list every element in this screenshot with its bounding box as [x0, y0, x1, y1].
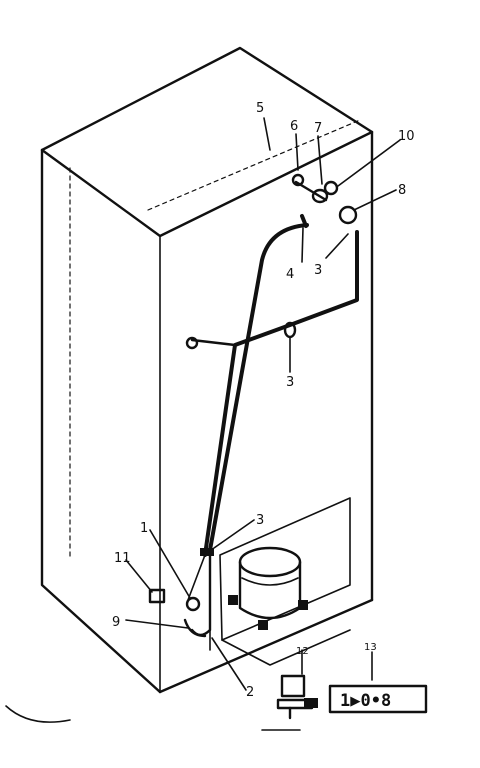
callout-4: 4	[286, 267, 294, 282]
callout-9: 9	[112, 615, 120, 630]
side-connectors	[148, 321, 297, 638]
callout-7: 7	[314, 121, 322, 136]
plug-label: 1▶0•8	[340, 691, 391, 711]
part-13-plug-block: 1▶0•8	[328, 684, 428, 714]
wiring-harness	[187, 223, 359, 637]
callout-12: 12	[296, 646, 309, 657]
callout-6: 6	[290, 119, 298, 134]
callout-10: 10	[398, 129, 415, 144]
callout-11: 11	[114, 551, 131, 566]
callout-3-mid: 3	[286, 375, 294, 390]
callout-13: 13	[364, 642, 377, 653]
callout-2: 2	[246, 685, 254, 700]
callouts: 5 6 7 10 8 4 3 3 3 1 11 9 2 12 13	[112, 101, 415, 700]
callout-1: 1	[140, 521, 148, 536]
callout-3-bottom: 3	[256, 513, 264, 528]
leader-lines	[125, 117, 401, 691]
cabinet-outline	[40, 46, 374, 694]
decorative-curve	[5, 705, 71, 723]
part-12-connector	[261, 674, 318, 731]
callout-8: 8	[398, 183, 406, 198]
compressor	[228, 546, 308, 630]
callout-3-top: 3	[314, 263, 322, 278]
callout-5: 5	[256, 101, 264, 116]
top-thermostat-assembly	[291, 173, 358, 228]
